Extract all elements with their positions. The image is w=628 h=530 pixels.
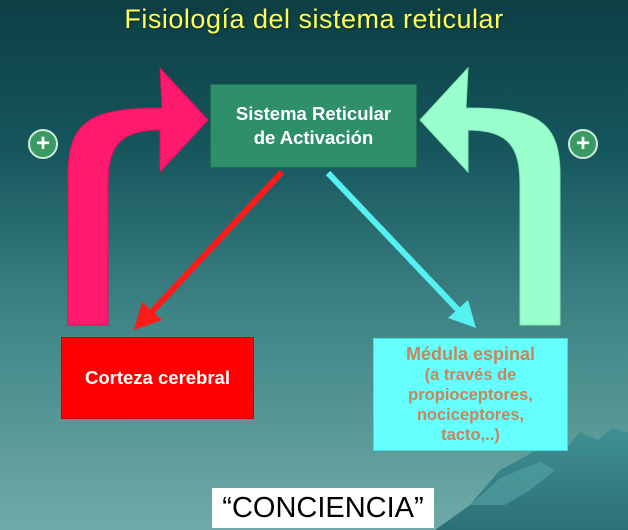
reticular-system-box: Sistema Reticular de Activación (210, 84, 417, 168)
plus-icon-right: + (568, 129, 598, 159)
spinal-cord-box: Médula espinal (a través de propioceptor… (373, 338, 568, 451)
cerebral-cortex-box: Corteza cerebral (61, 337, 254, 419)
plus-icon-left: + (28, 129, 58, 159)
reticular-system-line1: Sistema Reticular (235, 103, 392, 124)
red-arrow-head (134, 302, 162, 330)
cyan-arrow-line (325, 170, 465, 317)
red-arrow-line (145, 169, 285, 319)
slide-title: Fisiología del sistema reticular (124, 4, 504, 34)
rock-highlight (470, 462, 555, 505)
cyan-arrow-head (448, 300, 476, 328)
spinal-cord-line2: (a través de (424, 366, 517, 384)
right-curved-arrow (419, 66, 561, 326)
left-curved-arrow (67, 66, 209, 326)
spinal-cord-line4: nociceptores, (416, 406, 525, 424)
cerebral-cortex-label: Corteza cerebral (85, 367, 230, 388)
spinal-cord-line3: propioceptores, (408, 386, 533, 404)
consciousness-label: “CONCIENCIA” (212, 488, 434, 528)
spinal-cord-title: Médula espinal (405, 344, 536, 364)
reticular-system-line2: de Activación (253, 127, 374, 148)
spinal-cord-line5: tacto,..) (441, 426, 500, 444)
